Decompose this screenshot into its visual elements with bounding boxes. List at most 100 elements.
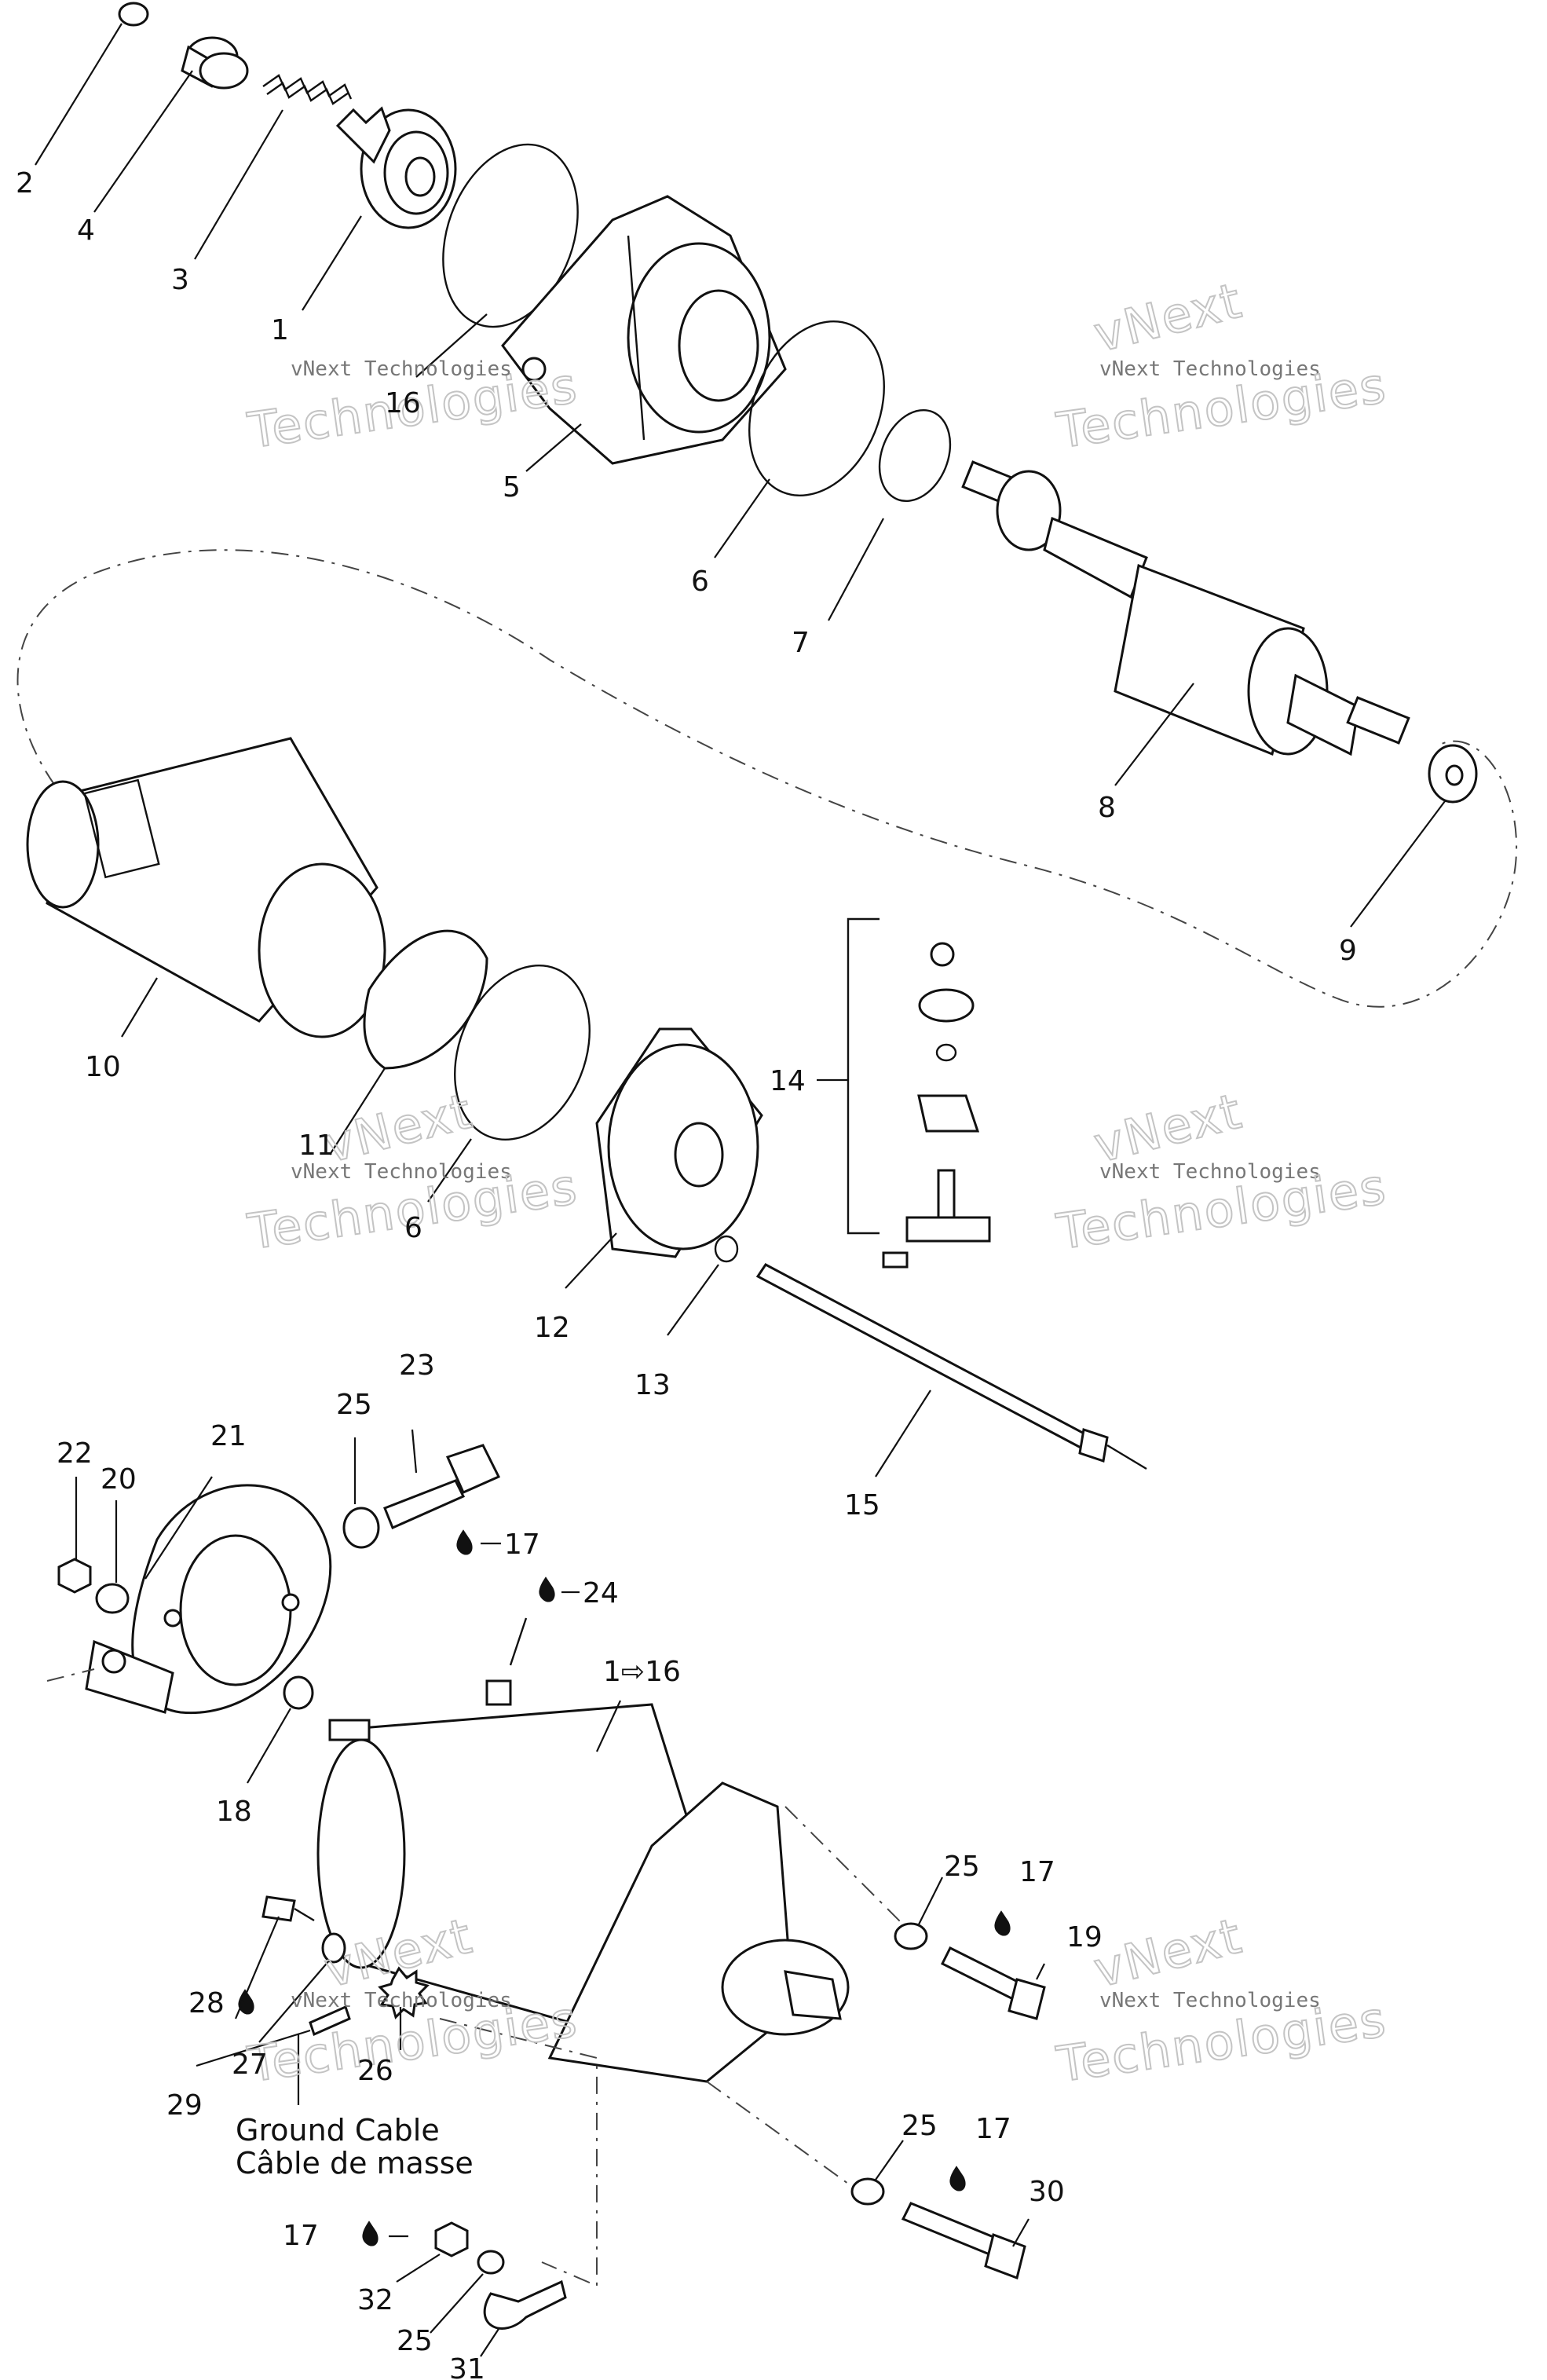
watermark-bottom-right: vNext vNext Technologies Technologies xyxy=(1052,1906,1391,2094)
oil-drop-icon-17d xyxy=(362,2221,379,2246)
svg-text:vNext Technologies: vNext Technologies xyxy=(291,1160,512,1184)
bracket-axis xyxy=(46,1668,95,1682)
washer-25-bottom xyxy=(477,2250,505,2275)
washer-18 xyxy=(283,1675,314,1710)
callout-15: 15 xyxy=(844,1489,880,1521)
svg-text:vNext: vNext xyxy=(1088,271,1248,363)
callout-4: 4 xyxy=(77,214,95,247)
ground-cable-label-fr: Câble de masse xyxy=(236,2146,474,2180)
callout-25a: 25 xyxy=(336,1389,372,1421)
ground-axis xyxy=(439,2018,598,2287)
o-ring-13 xyxy=(714,1235,739,1263)
callout-12: 12 xyxy=(534,1312,570,1344)
retaining-ring xyxy=(118,2,149,27)
callout-23: 23 xyxy=(399,1349,435,1382)
callout-21: 21 xyxy=(210,1420,247,1452)
callout-25d: 25 xyxy=(397,2325,433,2357)
svg-text:vNext: vNext xyxy=(1088,1906,1248,1998)
thrust-washer xyxy=(1428,744,1478,804)
washer-27 xyxy=(321,1932,346,1964)
callout-31: 31 xyxy=(449,2353,485,2380)
terminal-kit xyxy=(847,917,991,1269)
washer-25-top xyxy=(342,1507,380,1549)
callout-5: 5 xyxy=(503,471,521,503)
callout-25b: 25 xyxy=(944,1851,980,1883)
oil-drop-icon-28 xyxy=(238,1989,254,2015)
callout-10: 10 xyxy=(85,1051,121,1083)
armature xyxy=(961,460,1410,756)
spring xyxy=(262,74,353,105)
callout-17a: 17 xyxy=(504,1529,540,1561)
mount-axis-upper xyxy=(784,1806,912,1933)
screw-19 xyxy=(940,1946,1046,2020)
nut-22 xyxy=(57,1558,92,1594)
watermark-middle-right: vNext vNext Technologies Technologies xyxy=(1052,1081,1391,1261)
o-ring-6-top xyxy=(748,320,885,496)
bushing xyxy=(181,36,249,90)
callout-3: 3 xyxy=(171,264,189,296)
mounting-bracket xyxy=(85,1484,332,1715)
callout-6a: 6 xyxy=(691,566,709,598)
callout-20: 20 xyxy=(101,1463,137,1496)
screw-28 xyxy=(261,1895,315,1922)
callout-22: 22 xyxy=(57,1437,93,1470)
callout-30: 30 xyxy=(1029,2176,1065,2208)
callout-17c: 17 xyxy=(975,2113,1011,2145)
watermark-top-right: vNext vNext Technologies Technologies xyxy=(1052,270,1391,460)
callout-1to16: 1⇨16 xyxy=(603,1656,681,1688)
callout-29: 29 xyxy=(166,2089,203,2122)
callout-labels: 2 4 3 1 16 5 6 7 8 9 10 11 6 14 12 13 15… xyxy=(16,167,1357,2380)
callout-2: 2 xyxy=(16,167,34,200)
svg-text:vNext Technologies: vNext Technologies xyxy=(1099,1160,1321,1184)
svg-text:vNext Technologies: vNext Technologies xyxy=(291,357,512,381)
callout-6b: 6 xyxy=(404,1212,422,1244)
oil-drop-icon-17b xyxy=(994,1910,1011,1936)
callout-26: 26 xyxy=(357,2055,393,2087)
screw-30 xyxy=(901,2202,1026,2279)
callout-24: 24 xyxy=(583,1577,619,1609)
callout-19: 19 xyxy=(1066,1921,1103,1953)
washer-20 xyxy=(95,1583,130,1614)
callout-8: 8 xyxy=(1098,792,1116,824)
callout-7: 7 xyxy=(792,627,810,659)
callout-27: 27 xyxy=(232,2049,268,2081)
through-bolt xyxy=(755,1263,1147,1470)
callout-17d: 17 xyxy=(283,2220,319,2252)
callout-25c: 25 xyxy=(902,2110,938,2142)
mount-axis-lower xyxy=(706,2081,849,2184)
washer-25-low xyxy=(850,2177,885,2206)
washer-25-mid xyxy=(894,1922,928,1950)
svg-text:vNext Technologies: vNext Technologies xyxy=(1099,1989,1321,2012)
callout-11: 11 xyxy=(298,1130,335,1162)
end-cap xyxy=(595,1027,763,1258)
envelope-outline xyxy=(16,549,1518,1008)
o-ring-16 xyxy=(442,143,579,328)
ground-cable-label-en: Ground Cable xyxy=(236,2113,440,2147)
yoke-housing xyxy=(26,737,386,1038)
callout-28: 28 xyxy=(188,1987,225,2019)
callout-1: 1 xyxy=(271,314,289,346)
callout-9: 9 xyxy=(1339,935,1357,967)
drive-housing xyxy=(501,195,787,465)
callout-13: 13 xyxy=(635,1369,671,1401)
screw-23 xyxy=(383,1444,501,1530)
leader-lines xyxy=(35,23,1446,2357)
svg-text:vNext Technologies: vNext Technologies xyxy=(291,1989,512,2012)
callout-14: 14 xyxy=(770,1065,806,1097)
oil-drop-icon-24 xyxy=(539,1576,555,1602)
callout-17b: 17 xyxy=(1019,1856,1055,1888)
washer-26-star xyxy=(378,1966,430,2019)
oil-drop-icon-17c xyxy=(949,2166,966,2191)
clamp-31 xyxy=(483,2279,567,2330)
drive-pinion xyxy=(335,106,457,229)
svg-text:vNext Technologies: vNext Technologies xyxy=(1099,357,1321,381)
callout-18: 18 xyxy=(216,1796,252,1828)
callout-16: 16 xyxy=(385,387,421,419)
o-ring-7 xyxy=(878,408,952,503)
starter-assembly xyxy=(316,1617,850,2083)
nut-32 xyxy=(434,2221,469,2257)
callout-32: 32 xyxy=(357,2284,393,2316)
stud-29 xyxy=(309,2005,351,2037)
o-ring-6-middle xyxy=(454,965,591,1141)
oil-drop-icon-17a xyxy=(456,1529,473,1555)
